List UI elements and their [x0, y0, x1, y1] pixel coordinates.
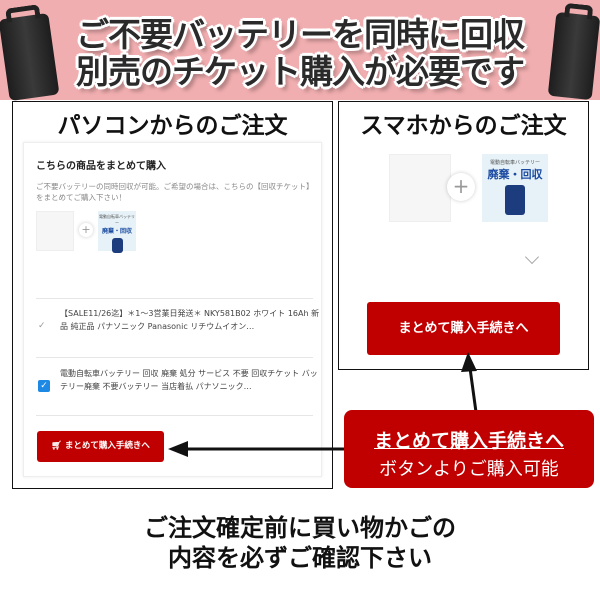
- arrowhead-left: [168, 441, 188, 457]
- header-banner: ご不要バッテリーを同時に回収 別売のチケット購入が必要です: [0, 0, 600, 102]
- list-item: 【SALE11/26迄】＊1～3営業日発送＊ NKY581B02 ホワイト 16…: [60, 309, 320, 331]
- recycle-ticket-image: 電動自転車バッテリー 廃棄・回収: [98, 211, 136, 253]
- plus-icon: +: [447, 173, 475, 201]
- recycle-ticket-image: 電動自転車バッテリー 廃棄・回収: [482, 154, 548, 222]
- smartphone-order-panel: スマホからのご注文 + 電動自転車バッテリー 廃棄・回収 まとめて購入手続きへ: [338, 101, 589, 370]
- checkbox-icon[interactable]: ✓: [38, 380, 50, 392]
- ticket-caption: 電動自転車バッテリー: [489, 160, 540, 166]
- button-label: まとめて購入手続きへ: [64, 441, 150, 451]
- battery-icon: [111, 238, 123, 253]
- ticket-label: 廃棄・回収: [487, 168, 543, 181]
- callout-box: まとめて購入手続きへ ボタンよりご購入可能: [344, 410, 594, 488]
- callout-line2: ボタンよりご購入可能: [379, 459, 559, 480]
- checkmark-icon[interactable]: ✓: [38, 321, 46, 331]
- sp-panel-title: スマホからのご注文: [360, 113, 567, 139]
- footer-line2: 内容を必ずご確認下さい: [168, 544, 432, 572]
- cart-icon: 🛒︎: [51, 441, 62, 451]
- ticket-caption: 電動自転車バッテリー: [99, 214, 135, 225]
- arrowhead-up: [461, 352, 477, 372]
- divider: [36, 357, 313, 358]
- footer-notice: ご注文確定前に買い物かごの 内容を必ずご確認下さい: [0, 513, 600, 573]
- bundle-checkout-button[interactable]: まとめて購入手続きへ: [367, 302, 560, 355]
- bundle-checkout-button[interactable]: 🛒︎ まとめて購入手続きへ: [37, 431, 164, 462]
- divider: [36, 415, 313, 416]
- footer-line1: ご注文確定前に買い物かごの: [144, 514, 456, 542]
- arrow-to-sp-button: [468, 367, 478, 413]
- battery-icon: [505, 185, 525, 215]
- battery-product-image: [389, 154, 451, 222]
- list-item: 電動自転車バッテリー 回収 廃棄 処分 サービス 不要 回収チケット バッテリー…: [60, 369, 318, 391]
- plus-icon: +: [79, 223, 93, 237]
- card-heading: こちらの商品をまとめて購入: [36, 161, 166, 172]
- battery-product-image: [36, 211, 74, 251]
- bundle-purchase-card: こちらの商品をまとめて購入 ご不要バッテリーの同時回収が可能。ご希望の場合は、こ…: [23, 142, 322, 477]
- headline: ご不要バッテリーを同時に回収 別売のチケット購入が必要です: [60, 16, 540, 90]
- card-description: ご不要バッテリーの同時回収が可能。ご希望の場合は、こちらの【回収チケット】をまと…: [36, 182, 314, 202]
- ticket-label: 廃棄・回収: [101, 228, 132, 235]
- pc-order-panel: パソコンからのご注文 こちらの商品をまとめて購入 ご不要バッテリーの同時回収が可…: [12, 101, 333, 489]
- headline-line2: 別売のチケット購入が必要です: [76, 52, 525, 91]
- pc-panel-title: パソコンからのご注文: [57, 113, 288, 139]
- divider: [36, 298, 313, 299]
- headline-line1: ご不要バッテリーを同時に回収: [76, 15, 525, 54]
- callout-line1: まとめて購入手続きへ: [373, 430, 564, 452]
